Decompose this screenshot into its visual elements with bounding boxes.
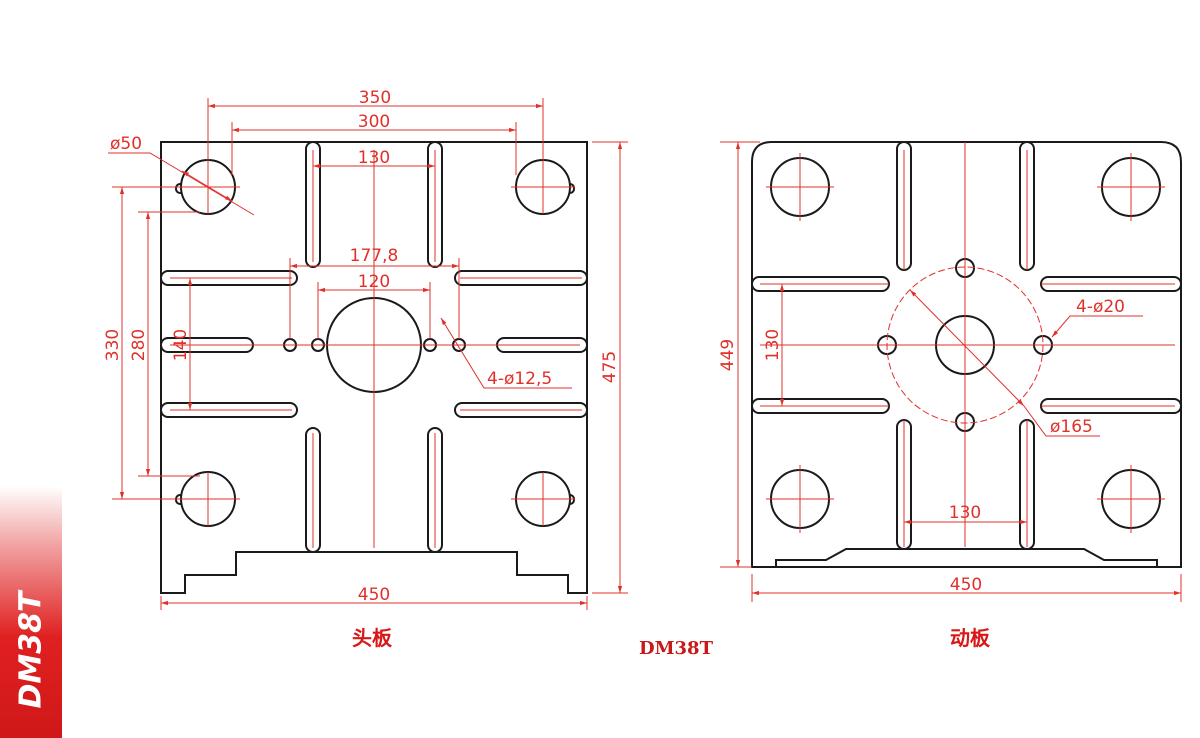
moving-plate-dimension-lines (720, 141, 1182, 602)
dim-phi50: ø50 (110, 134, 142, 154)
side-tab-label: DM38T (13, 591, 49, 709)
dim-120: 120 (358, 272, 390, 292)
head-plate-centerlines (170, 150, 582, 548)
dim-phi165: ø165 (1050, 417, 1093, 437)
dim-350: 350 (359, 88, 391, 108)
dim-449: 449 (718, 339, 738, 371)
head-plate-caption: 头板 (352, 626, 393, 650)
moving-plate-outline (751, 141, 1182, 568)
moving-plate: 449 130 4-ø20 ø165 130 450 动板 (718, 141, 1182, 650)
moving-plate-dimension-labels: 449 130 4-ø20 ø165 130 450 (718, 297, 1125, 595)
moving-plate-caption: 动板 (950, 626, 991, 650)
model-label: DM38T (639, 638, 714, 659)
dim-130-horizontal: 130 (949, 503, 981, 523)
dim-130: 130 (358, 148, 390, 168)
head-plate: 350 300 130 177,8 120 ø50 330 280 140 47… (103, 88, 628, 650)
dim-4x-phi20: 4-ø20 (1076, 297, 1125, 317)
head-plate-dimension-lines (108, 98, 628, 610)
dim-177-8: 177,8 (350, 246, 399, 266)
dim-450-moving: 450 (950, 575, 982, 595)
dim-280: 280 (129, 329, 149, 361)
dim-130-vertical: 130 (763, 329, 783, 361)
dim-475: 475 (600, 351, 620, 383)
head-plate-outline (160, 141, 588, 594)
side-tab (0, 486, 62, 738)
dim-300: 300 (358, 112, 390, 132)
dim-140: 140 (171, 329, 191, 361)
head-plate-dimension-labels: 350 300 130 177,8 120 ø50 330 280 140 47… (103, 88, 620, 605)
dim-4x-phi12-5: 4-ø12,5 (487, 369, 552, 389)
dim-450: 450 (358, 585, 390, 605)
dim-330: 330 (103, 329, 123, 361)
